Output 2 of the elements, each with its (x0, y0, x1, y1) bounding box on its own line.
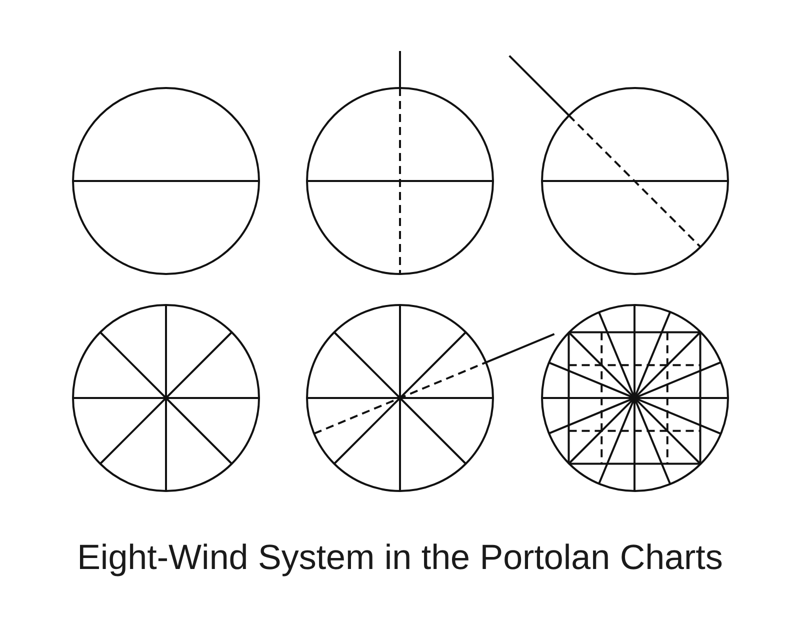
caption: Eight-Wind System in the Portolan Charts (77, 538, 723, 578)
connector-line (486, 333, 555, 364)
